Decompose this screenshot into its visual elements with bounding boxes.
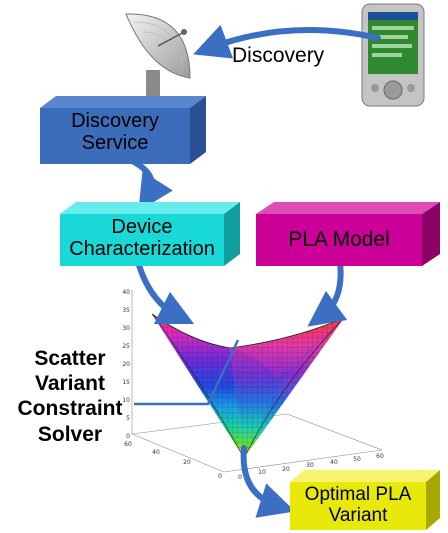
z-tick: 10 [122, 397, 130, 404]
y-tick: 20 [183, 459, 191, 466]
x-tick: 10 [258, 469, 266, 476]
discovery-label: Discovery [232, 44, 325, 67]
model-to-plot-arrow [307, 259, 348, 327]
solver-label-line: Constraint [17, 397, 123, 421]
z-tick: 25 [122, 343, 130, 350]
y-tick: 0 [218, 473, 222, 480]
solver-pointer [134, 339, 240, 406]
characterization-to-plot-arrow [135, 259, 195, 325]
plot-to-variant-arrow [240, 445, 296, 518]
x-tick: 0 [238, 474, 242, 481]
optimal-variant-box [290, 470, 440, 530]
solver-label-line: Scatter [34, 347, 106, 370]
discovery-service-label: Discovery Service [71, 110, 159, 155]
solver-label-line: Solver [37, 422, 103, 446]
pla-model-box [256, 202, 440, 266]
x-tick: 30 [306, 462, 314, 469]
z-tick: 40 [122, 289, 130, 296]
pla-model-label: PLA Model [288, 228, 390, 251]
device-characterization-box [60, 202, 240, 266]
x-tick: 40 [330, 459, 338, 466]
z-tick: 0 [126, 433, 130, 440]
z-tick: 30 [122, 325, 130, 332]
x-tick: 20 [282, 466, 290, 473]
z-tick: 15 [122, 379, 130, 386]
z-tick: 5 [126, 415, 130, 422]
y-tick: 60 [124, 441, 132, 448]
surface-plot: 40 35 30 25 20 15 10 5 0 60 40 20 0 0 10… [122, 289, 384, 481]
x-tick: 60 [376, 453, 384, 460]
z-tick: 35 [122, 307, 130, 314]
solver-label: Scatter Variant Constraint Solver [8, 346, 132, 447]
solver-label-line: Variant [34, 372, 106, 396]
discovery-arrow [193, 24, 381, 59]
x-tick: 50 [353, 456, 361, 463]
y-tick: 40 [152, 449, 160, 456]
device-characterization-label: Device Characterization [69, 216, 215, 261]
pda-device-icon [361, 3, 425, 107]
z-tick: 20 [122, 361, 130, 368]
optimal-variant-label: Optimal PLA Variant [304, 484, 412, 527]
discovery-service-box [40, 96, 206, 164]
